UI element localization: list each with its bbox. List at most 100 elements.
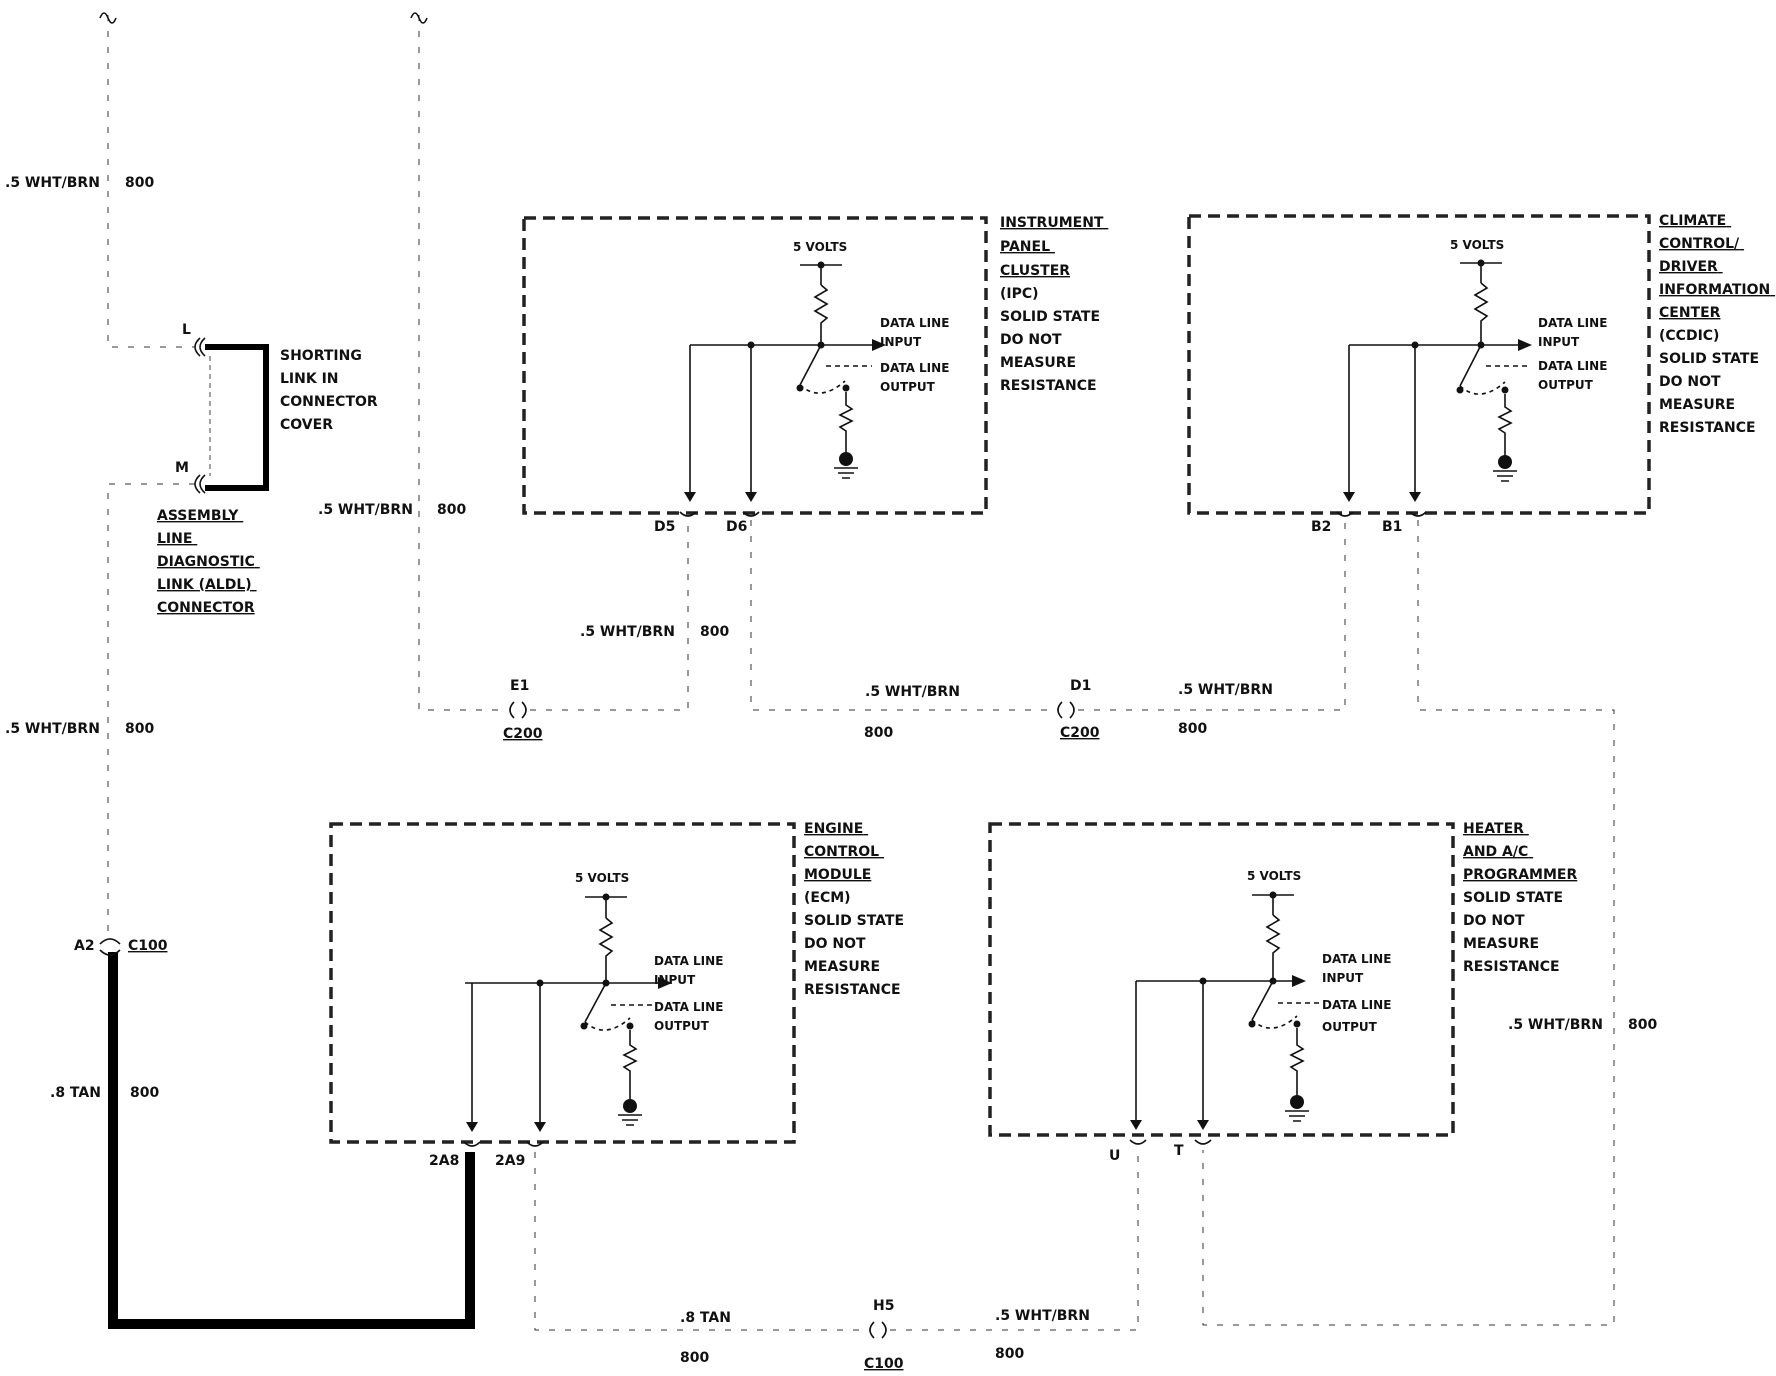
- switch-icon: [1459, 344, 1482, 387]
- pin-label-e1: E1: [510, 678, 529, 694]
- wire-upper-to-e1: [417, 15, 508, 712]
- connector-label-c100: C100: [128, 938, 168, 954]
- node-dot: [842, 384, 850, 392]
- node-dot: [796, 384, 804, 392]
- node-dot: [1477, 259, 1485, 267]
- wire-b1-to-t: [1201, 520, 1616, 1327]
- connector-c200-e1: E1 C200: [503, 678, 543, 742]
- data-line-circuit: 5 VOLTS DATA LINE INPUT DATA LINE: [1130, 869, 1396, 1130]
- pullup-resistor-icon: [598, 917, 614, 983]
- node-dot: [1293, 1020, 1301, 1028]
- circuit-number-label: 800: [1178, 721, 1207, 737]
- node-dot: [1269, 891, 1277, 899]
- input-arrow-icon: [872, 339, 886, 351]
- input-arrow-icon: [1292, 975, 1306, 987]
- circuit-number-label: 800: [437, 502, 466, 518]
- connector-label-c200: C200: [503, 726, 543, 742]
- ground-node-icon: [623, 1099, 637, 1113]
- wire-e1-to-d5: [530, 520, 690, 712]
- wire-tan-c100-to-ecm: [108, 952, 475, 1329]
- wire-aldl-m-to-c100: [106, 482, 195, 938]
- aldl-connector-title: ASSEMBLY LINE DIAGNOSTIC LINK (ALDL) CON…: [157, 508, 260, 616]
- circuit-number-label: 800: [1628, 1017, 1657, 1033]
- resistor-icon: [1289, 1028, 1305, 1096]
- module-instrument-panel-cluster: 5 VOLTS DATA LINE INPUT DATA LINE: [522, 215, 1104, 535]
- module-boundary: [522, 216, 988, 515]
- circuit-number-label: 800: [995, 1346, 1024, 1362]
- shorting-link-label: SHORTING LINK IN CONNECTOR COVER: [280, 348, 383, 433]
- data-line-circuit: 5 VOLTS DATA LINE INPUT DATA LINE: [684, 240, 954, 502]
- pin-label-h5: H5: [873, 1298, 894, 1314]
- switch-icon: [584, 982, 607, 1023]
- switch-icon: [799, 344, 822, 386]
- pin-label-l: L: [182, 322, 191, 338]
- shorting-link-bar: [205, 344, 269, 491]
- module-connector-marks: [463, 511, 1427, 1147]
- lead-arrow-icon: [684, 492, 757, 502]
- wire-d6-to-d1: [749, 520, 1055, 712]
- lead-arrow-icon: [1130, 1120, 1209, 1130]
- connector-pin-l-icon: [194, 337, 206, 357]
- module-lead-lines: [1348, 345, 1416, 500]
- pullup-resistor-icon: [1265, 914, 1281, 981]
- supply-voltage-label: 5 VOLTS: [1247, 869, 1301, 883]
- module-name-hvac: HEATER AND A/C PROGRAMMER: [1463, 821, 1577, 883]
- connector-c200-d1: D1 C200: [1057, 678, 1100, 741]
- node-dot: [1501, 386, 1509, 394]
- wire-gauge-label: .8 TAN: [50, 1085, 101, 1101]
- circuit-number-label: 800: [130, 1085, 159, 1101]
- circuit-number-label: 800: [680, 1350, 709, 1366]
- switch-icon: [1251, 980, 1274, 1021]
- circuit-number-label: 800: [125, 175, 154, 191]
- wire-break-icon: [410, 12, 428, 24]
- circuit-number-label: 800: [700, 624, 729, 640]
- ground-icon: [1493, 470, 1517, 482]
- data-line-input-label: DATA LINE INPUT: [880, 316, 954, 349]
- connector-pin-m-icon: [194, 474, 206, 494]
- module-engine-control-module: 5 VOLTS DATA LINE INPUT DATA LINE: [329, 821, 909, 1169]
- connector-label-c200: C200: [1060, 725, 1100, 741]
- module-note-ccdic: (CCDIC) SOLID STATE DO NOT MEASURE RESIS…: [1659, 328, 1764, 436]
- module-name-ccdic: CLIMATE CONTROL/ DRIVER INFORMATION CENT…: [1659, 213, 1775, 321]
- module-heater-ac-programmer: 5 VOLTS DATA LINE INPUT DATA LINE: [988, 821, 1577, 1164]
- pin-label-a2: A2: [74, 938, 95, 954]
- resistor-icon: [838, 392, 854, 455]
- wire-gauge-label: .5 WHT/BRN: [995, 1308, 1090, 1324]
- wire-gauge-label: .5 WHT/BRN: [318, 502, 413, 518]
- resistor-icon: [1497, 394, 1513, 457]
- module-boundary: [1187, 214, 1651, 515]
- connector-icon: [463, 511, 1427, 1147]
- wire-gauge-label: .5 WHT/BRN: [580, 624, 675, 640]
- lead-arrow-icon: [1343, 492, 1421, 502]
- circuit-number-label: 800: [125, 721, 154, 737]
- ground-icon: [618, 1114, 642, 1126]
- pin-label-2a9: 2A9: [495, 1153, 525, 1169]
- wire-h5-to-u: [890, 1150, 1140, 1332]
- node-dot: [626, 1022, 634, 1030]
- module-name-ecm: ENGINE CONTROL MODULE: [804, 821, 884, 883]
- pin-label-d1: D1: [1070, 678, 1091, 694]
- pin-label-m: M: [175, 460, 189, 476]
- supply-voltage-label: 5 VOLTS: [793, 240, 847, 254]
- pullup-resistor-icon: [813, 284, 829, 345]
- supply-voltage-label: 5 VOLTS: [575, 871, 629, 885]
- pin-label-u: U: [1109, 1148, 1120, 1164]
- wire-gauge-label: .8 TAN: [680, 1310, 731, 1326]
- input-arrow-icon: [1518, 339, 1532, 351]
- data-line-circuit: 5 VOLTS DATA LINE INPUT DATA LINE: [1343, 238, 1612, 502]
- connector-c100-h5: H5 C100: [864, 1298, 904, 1372]
- module-boundary: [988, 822, 1455, 1137]
- connector-icon: [509, 701, 527, 719]
- connector-icon: [99, 938, 121, 956]
- data-line-input-label: DATA LINE INPUT: [1538, 316, 1612, 349]
- pin-label-t: T: [1174, 1143, 1184, 1159]
- data-line-output-label: DATA LINE OUTPUT: [880, 361, 954, 394]
- module-lead-lines: [689, 345, 752, 500]
- lead-arrow-icon: [466, 1122, 546, 1132]
- wire-gauge-label: .5 WHT/BRN: [1508, 1017, 1603, 1033]
- data-line-output-label: DATA LINE OUTPUT: [1322, 998, 1396, 1034]
- module-note-ecm: (ECM) SOLID STATE DO NOT MEASURE RESISTA…: [804, 890, 909, 998]
- data-line-output-label: DATA LINE OUTPUT: [1538, 359, 1612, 392]
- node-dot: [1456, 386, 1464, 394]
